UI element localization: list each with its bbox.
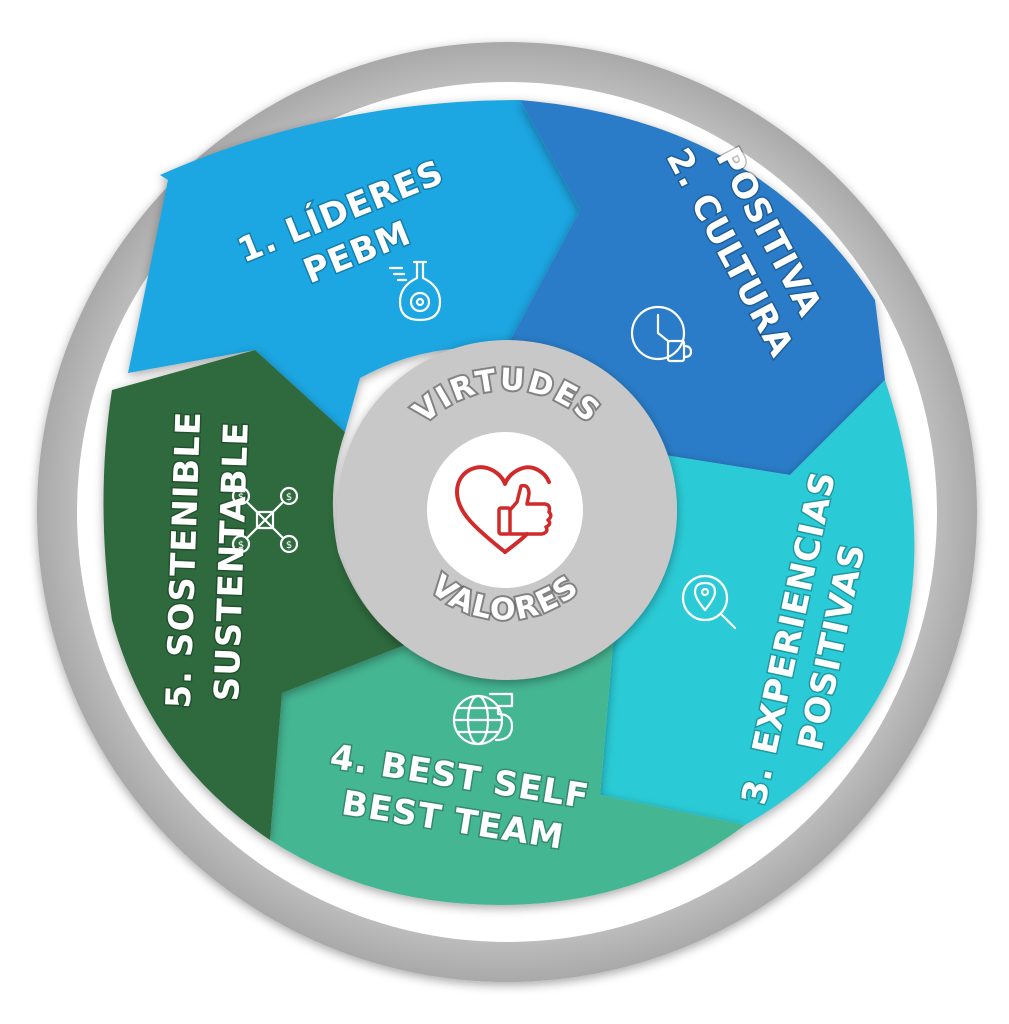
location-search-icon — [681, 574, 737, 630]
svg-text:$: $ — [238, 540, 244, 551]
globe-five-icon — [452, 692, 514, 746]
svg-text:$: $ — [238, 492, 244, 503]
center-core — [427, 432, 583, 588]
flask-gear-icon — [388, 260, 442, 322]
segment-3-shape[interactable] — [600, 380, 915, 825]
segment-4-shape[interactable] — [270, 620, 745, 905]
svg-text:$: $ — [286, 540, 292, 551]
segment-1-shape[interactable] — [128, 100, 580, 432]
heart-thumbs-up-icon — [455, 465, 553, 554]
segment-5-shape[interactable] — [103, 350, 406, 840]
svg-text:$: $ — [286, 492, 292, 503]
money-network-icon: $ $ $ $ — [231, 486, 299, 554]
clock-cup-icon — [630, 305, 693, 363]
